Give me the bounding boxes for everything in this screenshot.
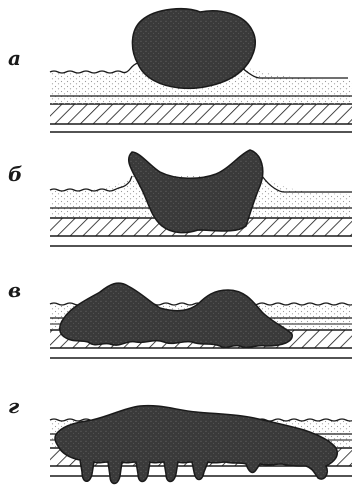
panel-g-intrusion-body	[55, 406, 337, 484]
panel-b-diagram	[50, 150, 352, 246]
panel-g-diagram	[50, 406, 352, 484]
panel-v-diagram	[50, 283, 352, 358]
panel-v-intrusion-body	[60, 283, 292, 347]
panel-a-hatched-bed	[50, 104, 352, 124]
panel-a-diagram	[50, 9, 352, 132]
